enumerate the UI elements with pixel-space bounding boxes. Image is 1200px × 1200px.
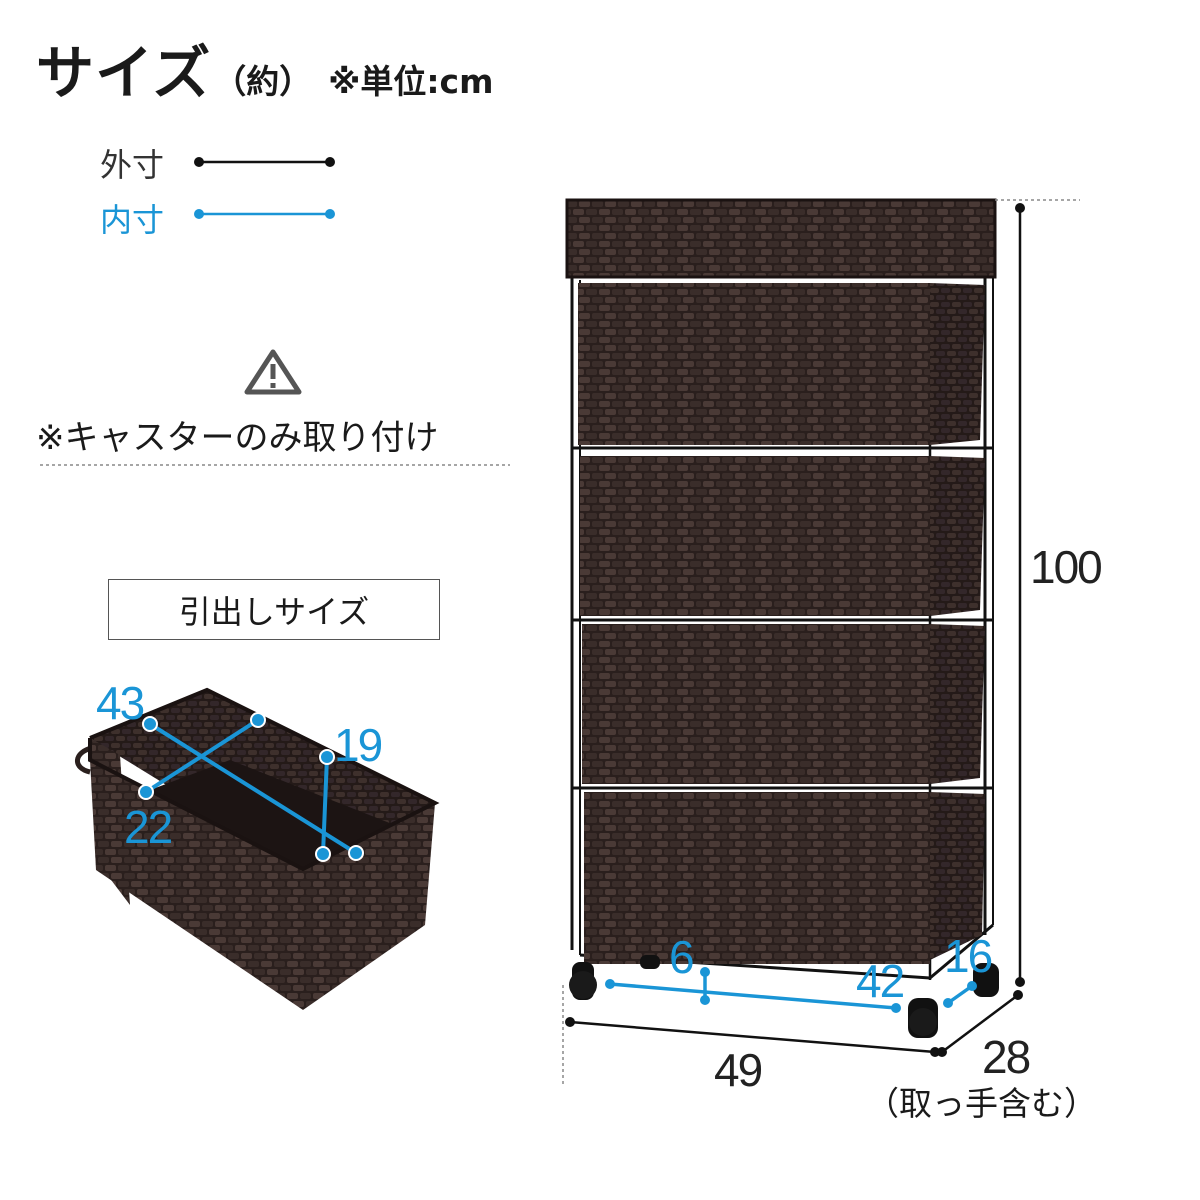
drawer-height-line	[315, 749, 335, 862]
legend-outer-line	[194, 157, 335, 167]
legend-inner-label: 内寸	[100, 201, 165, 239]
legend-outer-label: 外寸	[100, 146, 165, 184]
unit-note: ※単位:cm	[328, 62, 494, 101]
inner-depth-line	[943, 981, 977, 1008]
drawer-depth-line	[142, 716, 364, 861]
inner-clearance-label: 6	[669, 931, 695, 983]
warning-icon	[244, 349, 302, 395]
outer-height-line	[995, 199, 1080, 987]
page-title: サイズ（約） ※単位:cm	[36, 26, 494, 110]
caster-front-right	[908, 998, 938, 1038]
title-approx: （約）	[213, 62, 313, 101]
caster-front-left	[569, 962, 597, 1000]
caster-back-left	[640, 955, 660, 969]
caster-back-right	[973, 963, 999, 997]
drawer-basket	[75, 687, 440, 1010]
drawer-size-title-text: 引出しサイズ	[178, 592, 370, 631]
drawer-width-line	[138, 712, 266, 800]
inner-width-label: 42	[856, 955, 905, 1007]
cabinet	[565, 198, 999, 1038]
outer-depth-line	[937, 990, 1023, 1057]
outer-width-line	[562, 985, 940, 1085]
drawer-width-label: 22	[124, 801, 173, 853]
drawer-depth-label: 43	[96, 677, 145, 729]
outer-width-label: 49	[714, 1044, 763, 1096]
caster-note: ※キャスターのみ取り付け	[36, 418, 439, 458]
drawer-height-label: 19	[334, 719, 383, 771]
inner-depth-label: 16	[944, 930, 993, 982]
title-text: サイズ	[36, 39, 212, 107]
legend-inner-line	[194, 209, 335, 219]
depth-note: （取っ手含む）	[866, 1084, 1097, 1123]
inner-clearance-line	[700, 967, 710, 1005]
outer-height-label: 100	[1030, 541, 1103, 593]
inner-width-line	[605, 979, 901, 1013]
outer-depth-label: 28	[982, 1031, 1031, 1083]
drawer-size-title: 引出しサイズ	[108, 579, 440, 640]
